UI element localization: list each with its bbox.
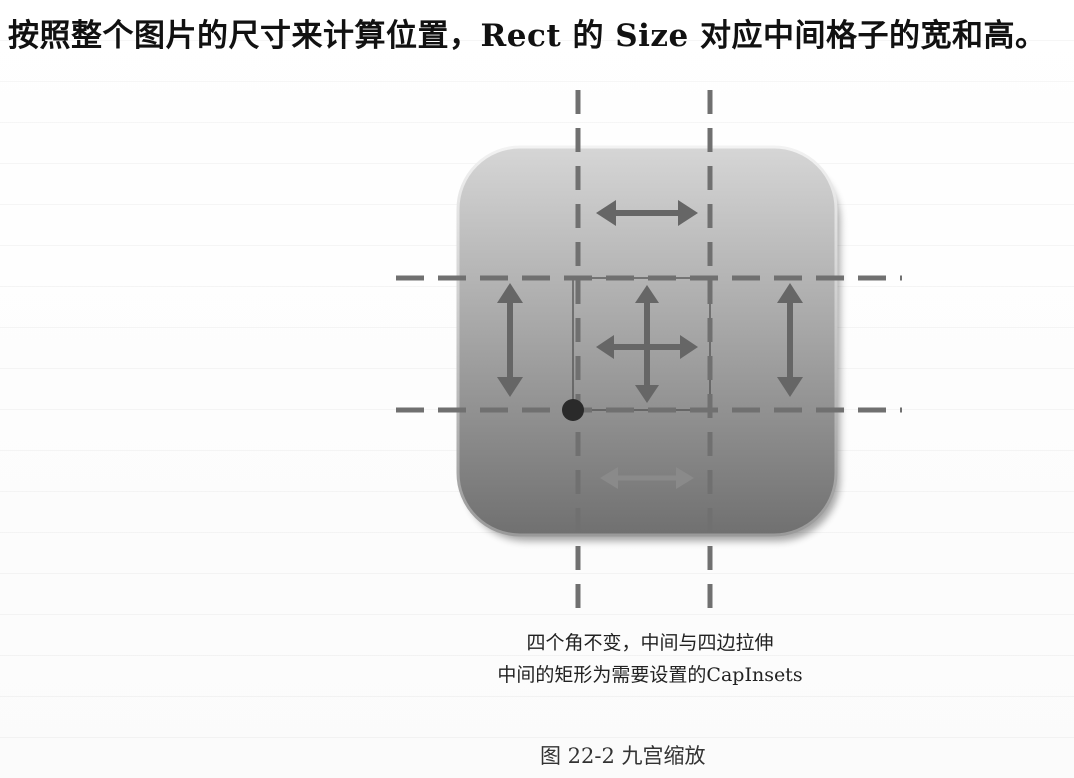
figure-caption-line2: 中间的矩形为需要设置的CapInsets bbox=[497, 664, 803, 686]
four-way-arrow-icon bbox=[596, 285, 698, 403]
anchor-dot bbox=[562, 399, 584, 421]
nine-slice-figure bbox=[390, 85, 910, 615]
figure-label: 图 22-2 九宫缩放 bbox=[540, 744, 706, 768]
double-arrow-icon bbox=[600, 467, 694, 489]
double-arrow-icon bbox=[777, 283, 803, 397]
center-cap-rect bbox=[572, 277, 711, 411]
double-arrow-icon bbox=[497, 283, 523, 397]
page-heading: 按照整个图片的尺寸来计算位置，Rect 的 Size 对应中间格子的宽和高。 bbox=[8, 18, 1047, 54]
figure-caption-line1: 四个角不变，中间与四边拉伸 bbox=[526, 632, 774, 654]
double-arrow-icon bbox=[596, 200, 698, 226]
